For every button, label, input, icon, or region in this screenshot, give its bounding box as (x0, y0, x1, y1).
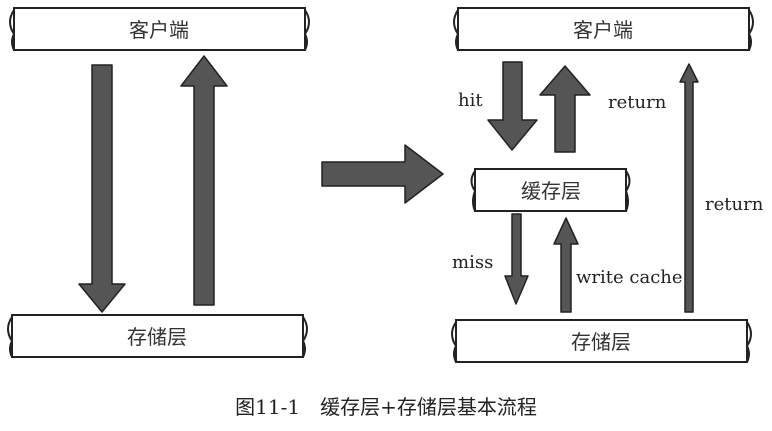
transition-arrow (321, 144, 444, 204)
left-down-arrow (78, 64, 126, 313)
return-storage-label: return (705, 194, 764, 215)
left-storage-box: 存储层 (7, 314, 308, 358)
hit-arrow (487, 61, 538, 151)
hit-label: hit (458, 90, 483, 111)
left-client-label: 客户端 (129, 18, 189, 42)
write-cache-arrow (553, 217, 579, 313)
return-cache-label: return (608, 92, 667, 113)
miss-label: miss (452, 252, 493, 273)
return-cache-arrow (539, 65, 591, 153)
cache-box: 缓存层 (470, 168, 631, 212)
figure-caption: 图11-1 缓存层+存储层基本流程 (235, 395, 537, 419)
miss-arrow (504, 213, 529, 305)
right-client-label: 客户端 (573, 18, 633, 42)
left-up-arrow (180, 55, 228, 306)
right-client-box: 客户端 (453, 7, 754, 51)
return-storage-arrow (679, 63, 699, 313)
left-client-box: 客户端 (9, 7, 310, 51)
right-storage-box: 存储层 (451, 319, 752, 363)
cache-label: 缓存层 (521, 179, 581, 203)
left-storage-label: 存储层 (127, 325, 187, 349)
right-storage-label: 存储层 (571, 330, 631, 354)
write-cache-label: write cache (576, 267, 683, 288)
